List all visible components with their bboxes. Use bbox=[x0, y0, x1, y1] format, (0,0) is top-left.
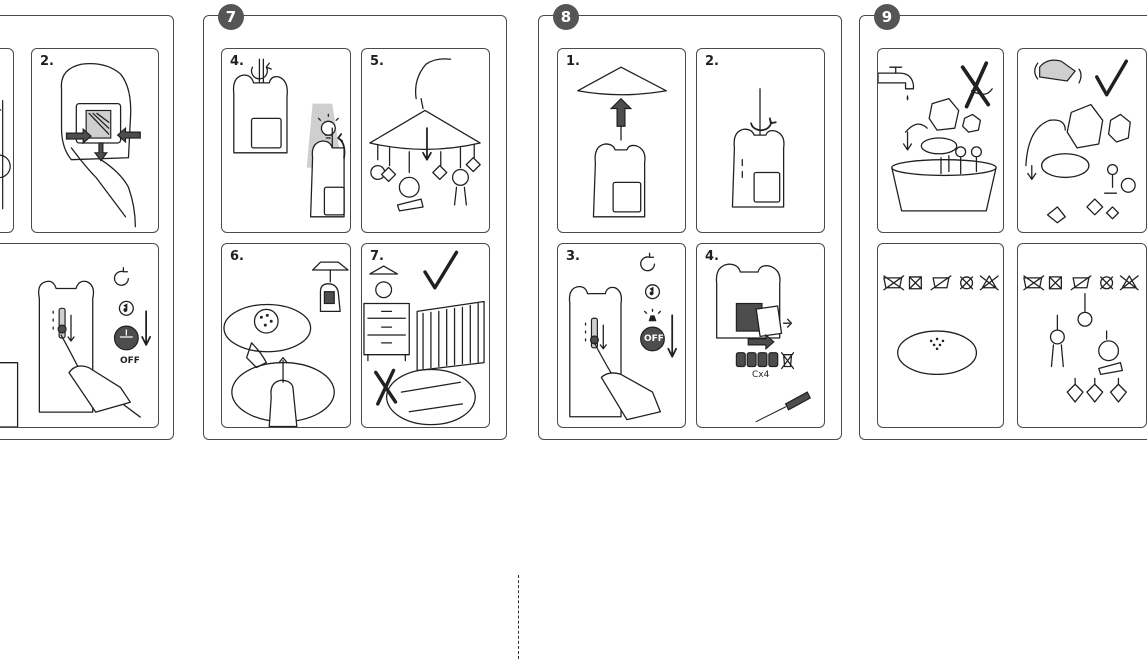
panel-8-4: 4. Cx4 bbox=[696, 243, 825, 428]
music-icon bbox=[118, 300, 134, 316]
attach-arm-illustration bbox=[232, 58, 346, 218]
panel-9-2 bbox=[1017, 48, 1147, 233]
rotate-icon bbox=[640, 252, 656, 272]
off-button-icon bbox=[640, 326, 665, 352]
panel-7-5: 5. bbox=[361, 48, 490, 233]
dispose-icon bbox=[781, 352, 795, 370]
device-illustration bbox=[0, 99, 11, 210]
panel-7-6: 6. bbox=[221, 243, 351, 428]
detach-arm-illustration bbox=[731, 88, 785, 208]
step-number: 2. bbox=[40, 54, 54, 69]
panel-7-7: 7. bbox=[361, 243, 490, 428]
remove-battery-cover-illustration bbox=[60, 63, 141, 228]
panel-8-3: 3. OFF bbox=[557, 243, 686, 428]
toy-figures bbox=[370, 144, 481, 212]
panel-8-1: 1. bbox=[557, 48, 686, 233]
section-step-6: 2. bbox=[0, 15, 174, 440]
light-icon bbox=[643, 308, 662, 322]
panel-8-2: 2. bbox=[696, 48, 825, 233]
step-number: 2. bbox=[705, 54, 719, 69]
section-step-8: 8 1. 2. 3. bbox=[538, 4, 842, 440]
section-step-9: 9 bbox=[859, 4, 1147, 440]
rotate-icon bbox=[113, 267, 129, 286]
section-badge: 8 bbox=[553, 4, 579, 30]
panel-6-1 bbox=[0, 48, 14, 233]
off-button-icon bbox=[113, 325, 139, 351]
step-number: 1. bbox=[566, 54, 580, 69]
panel-9-3 bbox=[877, 243, 1004, 428]
section-step-7: 7 4. 5. bbox=[203, 4, 507, 440]
care-symbols-toys-illustration bbox=[1023, 275, 1139, 403]
wipe-clean-illustration bbox=[1025, 59, 1136, 224]
remove-canopy-illustration bbox=[577, 66, 667, 218]
cross-mark-icon bbox=[960, 61, 991, 109]
care-symbols-illustration bbox=[883, 275, 999, 376]
switch-off-illustration bbox=[568, 252, 678, 421]
step-number: 4. bbox=[230, 54, 244, 69]
step-number: 6. bbox=[230, 249, 244, 264]
music-icon bbox=[644, 284, 661, 300]
final-placement-illustration bbox=[363, 250, 485, 426]
section-badge: 7 bbox=[218, 4, 244, 30]
screwdriver-icon bbox=[755, 391, 812, 423]
mount-mobile-illustration bbox=[223, 261, 349, 427]
section-badge: 9 bbox=[874, 4, 900, 30]
off-label: OFF bbox=[644, 334, 664, 344]
replace-batteries-illustration bbox=[715, 263, 812, 423]
check-mark-icon bbox=[423, 250, 459, 290]
panel-6-3: OFF bbox=[0, 243, 159, 428]
speaker-dots bbox=[929, 337, 945, 351]
panel-7-4: 4. bbox=[221, 48, 351, 233]
fold-line bbox=[518, 575, 519, 659]
switch-off-illustration bbox=[0, 267, 151, 427]
panel-9-4 bbox=[1017, 243, 1147, 428]
step-number: 3. bbox=[566, 249, 580, 264]
step-number: 5. bbox=[370, 54, 384, 69]
panel-6-2: 2. bbox=[31, 48, 159, 233]
attach-toys-illustration bbox=[369, 58, 481, 212]
battery-label: Cx4 bbox=[752, 370, 770, 380]
step-number: 7. bbox=[370, 249, 384, 264]
panel-9-1 bbox=[877, 48, 1004, 233]
wash-symbol-icon bbox=[883, 275, 999, 291]
off-label: OFF bbox=[120, 356, 140, 366]
do-not-rinse-illustration bbox=[878, 61, 997, 212]
step-number: 4. bbox=[705, 249, 719, 264]
cross-mark-icon bbox=[374, 368, 398, 406]
wash-symbol-icon bbox=[1023, 275, 1139, 291]
check-mark-icon bbox=[1095, 59, 1129, 97]
faucet-icon bbox=[878, 66, 915, 101]
battery-icon bbox=[735, 352, 779, 368]
